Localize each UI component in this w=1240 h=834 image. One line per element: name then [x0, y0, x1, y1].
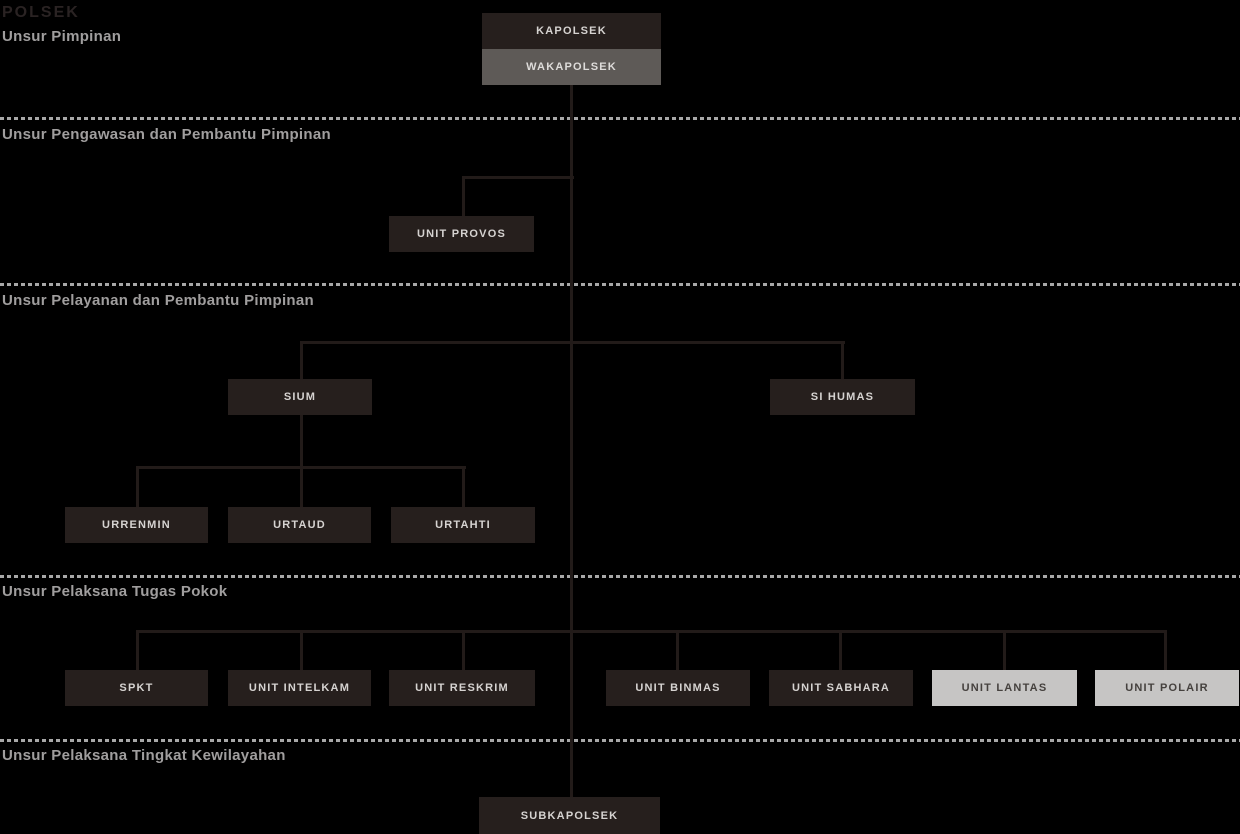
section-header-unsur-pimpinan: Unsur Pimpinan — [2, 28, 122, 45]
connector-provos-drop — [462, 179, 465, 216]
section-header-unsur-pelaksana-tugas-pokok: Unsur Pelaksana Tugas Pokok — [2, 583, 228, 600]
connector-row2-horizontal — [300, 341, 845, 344]
connector-urtahti-drop — [462, 469, 465, 507]
connector-sihumas-drop — [841, 344, 844, 379]
node-unit-polair: UNIT POLAIR — [1095, 670, 1239, 706]
connector-sium-drop — [300, 344, 303, 379]
connector-urtaud-drop — [300, 469, 303, 507]
node-unit-binmas: UNIT BINMAS — [606, 670, 750, 706]
connector-row3-horizontal — [136, 466, 466, 469]
connector-polair-drop — [1164, 633, 1167, 670]
section-divider — [0, 117, 1240, 120]
node-unit-intelkam: UNIT INTELKAM — [228, 670, 371, 706]
node-kapolsek: KAPOLSEK — [482, 13, 661, 49]
node-unit-lantas: UNIT LANTAS — [932, 670, 1077, 706]
page-title: POLSEK — [2, 4, 80, 21]
node-spkt: SPKT — [65, 670, 208, 706]
connector-row4-horizontal — [136, 630, 1167, 633]
connector-main-trunk — [570, 85, 573, 797]
connector-sium-down — [300, 415, 303, 466]
connector-intelkam-drop — [300, 633, 303, 670]
node-subkapolsek: SUBKAPOLSEK — [479, 797, 660, 834]
connector-urrenmin-drop — [136, 469, 139, 507]
node-si-humas: SI HUMAS — [770, 379, 915, 415]
connector-lantas-drop — [1003, 633, 1006, 670]
section-divider — [0, 575, 1240, 578]
section-divider — [0, 283, 1240, 286]
section-divider — [0, 739, 1240, 742]
node-wakapolsek: WAKAPOLSEK — [482, 49, 661, 85]
node-urtahti: URTAHTI — [391, 507, 535, 543]
connector-sabhara-drop — [839, 633, 842, 670]
node-sium: SIUM — [228, 379, 372, 415]
connector-reskrim-drop — [462, 633, 465, 670]
node-unit-provos: UNIT PROVOS — [389, 216, 534, 252]
node-urrenmin: URRENMIN — [65, 507, 208, 543]
node-urtaud: URTAUD — [228, 507, 371, 543]
connector-binmas-drop — [676, 633, 679, 670]
connector-spkt-drop — [136, 633, 139, 670]
section-header-unsur-pelaksana-kewilayahan: Unsur Pelaksana Tingkat Kewilayahan — [2, 747, 286, 764]
connector-provos-horizontal — [462, 176, 574, 179]
section-header-unsur-pelayanan: Unsur Pelayanan dan Pembantu Pimpinan — [2, 292, 315, 309]
section-header-unsur-pengawasan: Unsur Pengawasan dan Pembantu Pimpinan — [2, 126, 331, 143]
node-unit-reskrim: UNIT RESKRIM — [389, 670, 535, 706]
node-unit-sabhara: UNIT SABHARA — [769, 670, 913, 706]
